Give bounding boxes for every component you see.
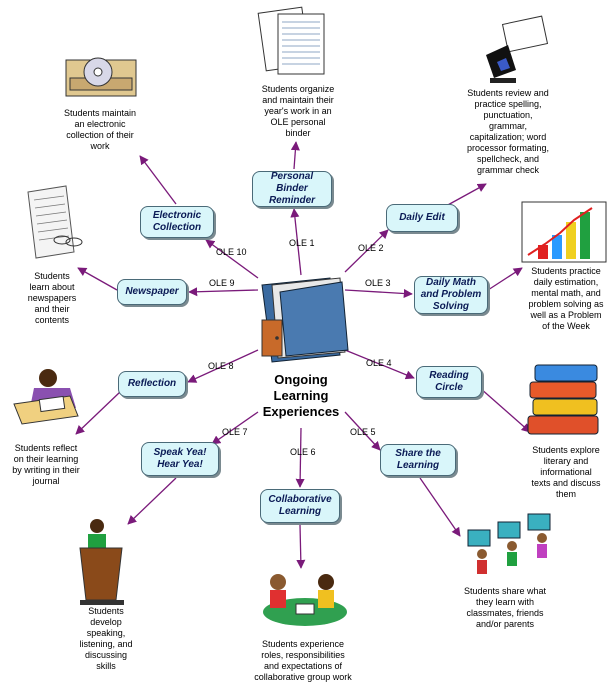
node-newspaper[interactable]: Newspaper (117, 279, 187, 305)
node-share-the-learning[interactable]: Share the Learning (380, 444, 456, 476)
arrow-center-to-ole1 (290, 208, 302, 276)
ole-label-10: OLE 10 (216, 247, 247, 257)
students-computers-icon (467, 513, 551, 574)
group-work-icon (263, 574, 347, 626)
node-reading-circle[interactable]: Reading Circle (416, 366, 482, 398)
desc-newspaper: Students learn about newspapers and thei… (27, 271, 77, 325)
arrow-center-to-ole3 (344, 288, 413, 299)
arrow-center-to-ole8 (187, 349, 259, 383)
books-stack-icon (527, 364, 599, 435)
desc-reading-circle: Students explore literary and informatio… (531, 445, 601, 499)
arrow-center-to-ole7 (211, 411, 259, 445)
desc-speak-yea-hear-yea: Students develop speaking, listening, an… (79, 606, 133, 671)
binder-pages-icon (257, 6, 325, 75)
computer-icon (486, 15, 549, 83)
ole-label-3: OLE 3 (365, 278, 391, 288)
desc-personal-binder-reminder: Students organize and maintain their yea… (261, 84, 335, 138)
arrow-ole9-to-desc (77, 267, 118, 291)
arrow-center-to-ole6 (295, 427, 305, 488)
node-personal-binder-reminder[interactable]: Personal Binder Reminder (252, 171, 332, 207)
ole-label-2: OLE 2 (358, 243, 384, 253)
arrow-ole10-to-desc (139, 155, 177, 205)
ole-label-6: OLE 6 (290, 447, 316, 457)
node-daily-edit[interactable]: Daily Edit (386, 204, 458, 232)
arrow-center-to-ole4 (344, 349, 415, 380)
desc-electronic-collection: Students maintain an electronic collecti… (63, 108, 137, 151)
arrow-ole7-to-desc (127, 477, 177, 525)
arrow-ole3-to-desc (487, 267, 523, 291)
arrow-ole1-to-desc (290, 141, 300, 170)
journal-writer-icon (13, 369, 79, 425)
ole-label-7: OLE 7 (222, 427, 248, 437)
podium-speaker-icon (79, 519, 124, 605)
cd-drive-icon (65, 57, 137, 97)
desc-daily-math-and-problem-solving: Students practice daily estimation, ment… (528, 266, 604, 331)
bar-chart-icon (521, 201, 607, 263)
desc-reflection: Students reflect on their learning by wr… (12, 443, 80, 486)
arrow-ole2-to-desc (445, 183, 487, 207)
arrow-center-to-ole10 (205, 239, 259, 279)
arrow-ole8-to-desc (75, 391, 121, 435)
desc-collaborative-learning: Students experience roles, responsibilit… (254, 639, 352, 682)
desc-daily-edit: Students review and practice spelling, p… (466, 88, 550, 175)
arrow-center-to-ole9 (188, 287, 259, 297)
arrow-ole5-to-desc (419, 477, 461, 537)
arrow-ole6-to-desc (296, 524, 306, 569)
arrow-center-to-ole5 (344, 411, 381, 451)
ole-label-9: OLE 9 (209, 278, 235, 288)
center-book-icon (261, 277, 349, 363)
node-reflection[interactable]: Reflection (118, 371, 186, 397)
arrow-ole4-to-desc (479, 387, 531, 433)
ole-label-8: OLE 8 (208, 361, 234, 371)
node-speak-yea-hear-yea[interactable]: Speak Yea! Hear Yea! (141, 442, 219, 476)
arrow-center-to-ole2 (344, 229, 389, 273)
node-collaborative-learning[interactable]: Collaborative Learning (260, 489, 340, 523)
newspaper-icon (27, 185, 83, 259)
ole-label-5: OLE 5 (350, 427, 376, 437)
node-electronic-collection[interactable]: Electronic Collection (140, 206, 214, 238)
ole-label-4: OLE 4 (366, 358, 392, 368)
center-title: Ongoing Learning Experiences (262, 372, 340, 419)
ole-label-1: OLE 1 (289, 238, 315, 248)
node-daily-math-and-problem-solving[interactable]: Daily Math and Problem Solving (414, 276, 488, 314)
desc-share-the-learning: Students share what they learn with clas… (463, 586, 547, 629)
